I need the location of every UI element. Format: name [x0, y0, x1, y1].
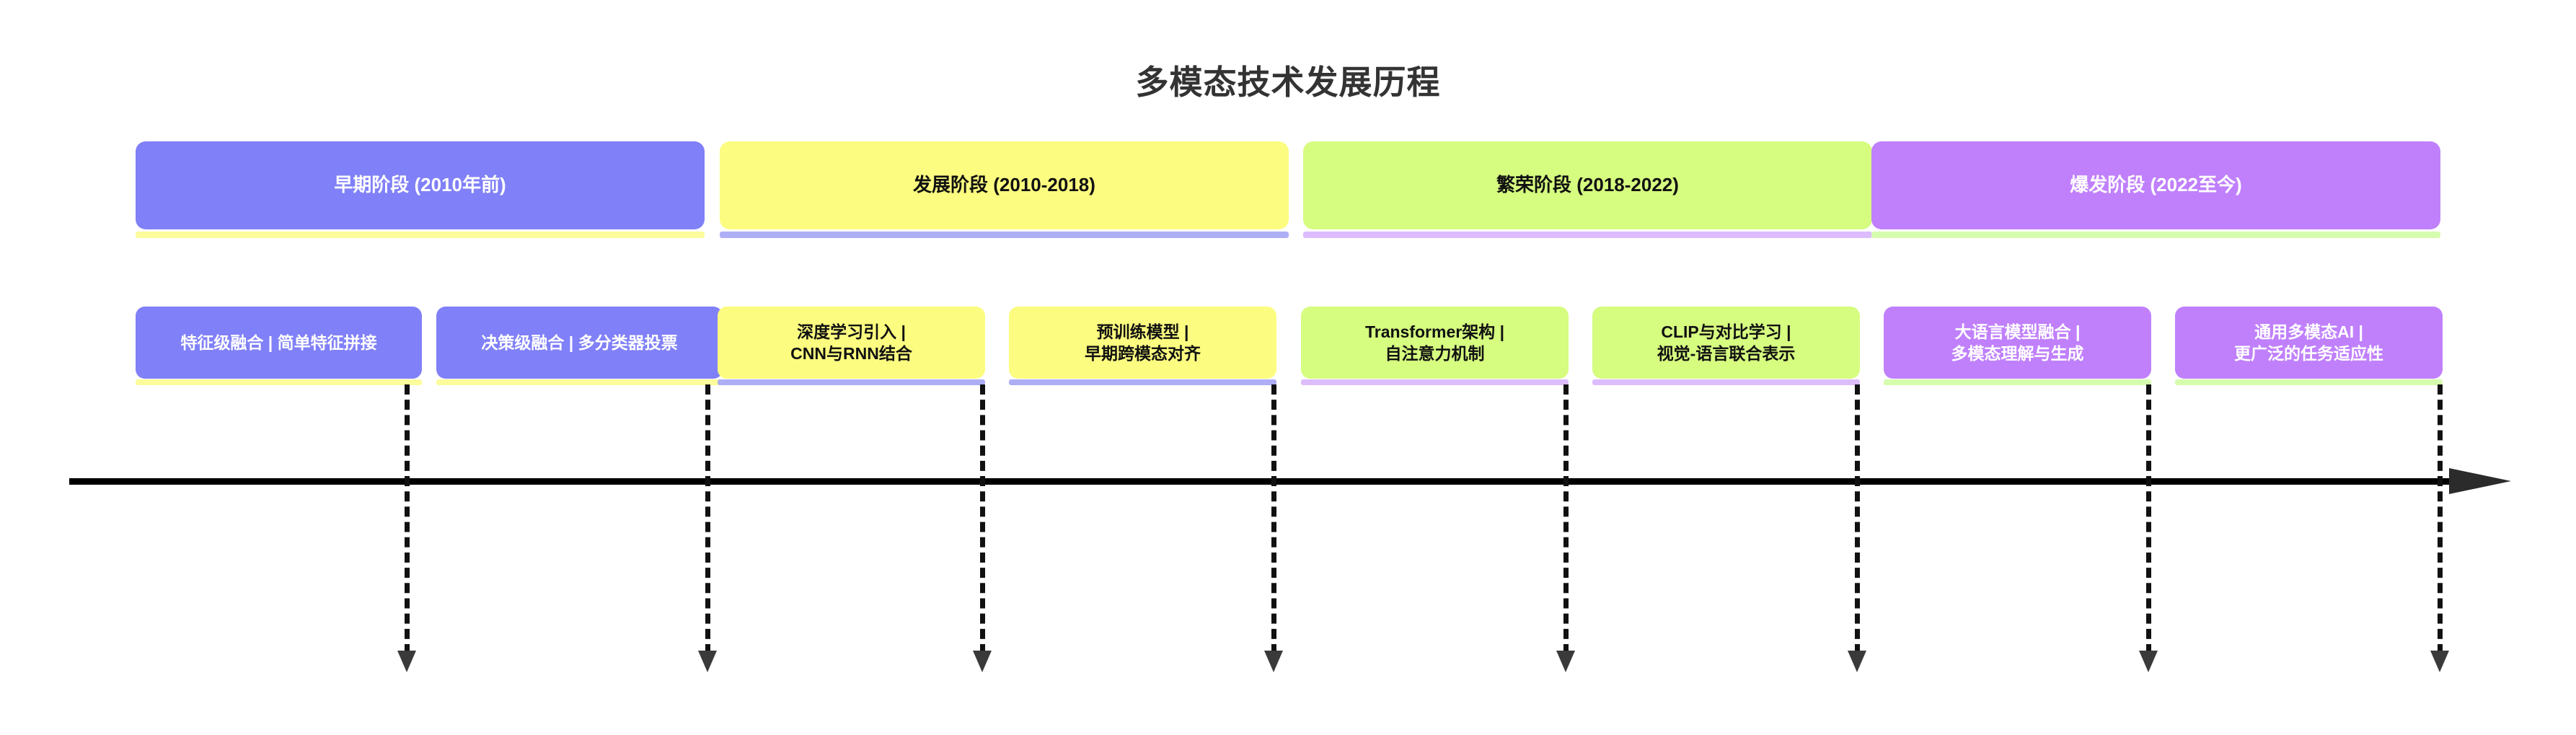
phase-bar-label: 繁荣阶段 (2018-2022) [1496, 174, 1679, 196]
milestone-card-line1: 深度学习引入 | [797, 322, 906, 341]
milestone-card-line1: 大语言模型融合 | [1954, 322, 2081, 341]
milestone-card-shadow [2175, 379, 2443, 385]
milestone-card-text: 通用多模态AI | 更广泛的任务适应性 [2234, 321, 2383, 365]
milestone-card-line2: 自注意力机制 [1385, 344, 1485, 363]
milestone-card-5[interactable]: Transformer架构 | 自注意力机制 [1301, 307, 1569, 379]
milestone-card-line1: 通用多模态AI | [2254, 322, 2363, 341]
timeline-arrow-icon [2449, 468, 2511, 494]
milestone-card-shadow [718, 379, 985, 385]
milestone-card-shadow [1301, 379, 1569, 385]
milestone-connector-line-4 [1271, 384, 1276, 654]
milestone-card-1[interactable]: 特征级融合 | 简单特征拼接 [136, 307, 422, 379]
milestone-card-line2: CNN与RNN结合 [790, 344, 912, 363]
milestone-connector-line-1 [405, 384, 410, 654]
milestone-card-line1: 预训练模型 | [1096, 322, 1189, 341]
phase-bars-row: 早期阶段 (2010年前) 发展阶段 (2010-2018) 繁荣阶段 (2018-… [136, 141, 2440, 239]
milestone-card-3[interactable]: 深度学习引入 | CNN与RNN结合 [718, 307, 985, 379]
milestone-card-4[interactable]: 预训练模型 | 早期跨模态对齐 [1009, 307, 1276, 379]
milestone-connector-line-3 [980, 384, 985, 654]
phase-bar-2[interactable]: 发展阶段 (2010-2018) [720, 141, 1289, 229]
milestone-connector-arrow-icon-4 [1264, 651, 1283, 672]
milestone-card-text: 决策级融合 | 多分类器投票 [481, 332, 677, 353]
milestone-card-text: 特征级融合 | 简单特征拼接 [180, 332, 376, 353]
milestone-card-7[interactable]: 大语言模型融合 | 多模态理解与生成 [1884, 307, 2151, 379]
phase-bar-3[interactable]: 繁荣阶段 (2018-2022) [1303, 141, 1872, 229]
milestone-card-shadow [136, 379, 422, 385]
milestone-card-text: 大语言模型融合 | 多模态理解与生成 [1951, 321, 2084, 365]
milestone-card-line1: 特征级融合 | 简单特征拼接 [180, 333, 377, 352]
milestone-card-shadow [1009, 379, 1276, 385]
milestone-card-line2: 多模态理解与生成 [1951, 344, 2084, 363]
milestone-card-2[interactable]: 决策级融合 | 多分类器投票 [436, 307, 723, 379]
milestone-card-line2: 更广泛的任务适应性 [2234, 344, 2383, 363]
milestone-card-shadow [1884, 379, 2151, 385]
milestone-card-text: Transformer架构 | 自注意力机制 [1365, 321, 1504, 365]
milestone-connector-arrow-icon-7 [2139, 651, 2158, 672]
milestone-card-line1: 决策级融合 | 多分类器投票 [481, 333, 678, 352]
milestone-connector-line-2 [705, 384, 710, 654]
phase-bar-label: 早期阶段 (2010年前) [334, 174, 506, 196]
milestone-card-shadow [1592, 379, 1860, 385]
milestone-card-line1: Transformer架构 | [1364, 322, 1505, 341]
milestone-connector-arrow-icon-2 [698, 651, 717, 672]
phase-bar-4[interactable]: 爆发阶段 (2022至今) [1871, 141, 2440, 229]
milestone-card-line2: 早期跨模态对齐 [1085, 344, 1201, 363]
milestone-connector-arrow-icon-5 [1556, 651, 1575, 672]
phase-bar-shadow [720, 232, 1289, 238]
phase-bar-label: 爆发阶段 (2022至今) [2070, 174, 2242, 196]
milestone-connector-arrow-icon-1 [397, 651, 416, 672]
timeline-axis [69, 468, 2511, 494]
phase-bar-shadow [1303, 232, 1872, 238]
milestone-cards-row: 特征级融合 | 简单特征拼接 决策级融合 | 多分类器投票 深度学习引入 | CNN与… [136, 307, 2443, 387]
milestone-connector-arrow-icon-3 [973, 651, 992, 672]
phase-bar-label: 发展阶段 (2010-2018) [913, 174, 1095, 196]
phase-bar-shadow [136, 232, 705, 238]
milestone-connector-line-6 [1855, 384, 1860, 654]
milestone-card-6[interactable]: CLIP与对比学习 | 视觉-语言联合表示 [1592, 307, 1860, 379]
milestone-connector-arrow-icon-8 [2430, 651, 2449, 672]
milestone-card-text: CLIP与对比学习 | 视觉-语言联合表示 [1657, 321, 1796, 365]
milestone-connector-line-8 [2438, 384, 2443, 654]
milestone-connector-arrow-icon-6 [1848, 651, 1866, 672]
timeline-axis-line [69, 478, 2456, 485]
milestone-card-line1: CLIP与对比学习 | [1661, 322, 1791, 341]
milestone-card-text: 深度学习引入 | CNN与RNN结合 [790, 321, 912, 365]
milestone-card-text: 预训练模型 | 早期跨模态对齐 [1085, 321, 1201, 365]
page-title: 多模态技术发展历程 [1135, 63, 1441, 101]
milestone-connector-line-5 [1563, 384, 1569, 654]
milestone-connector-line-7 [2146, 384, 2151, 654]
milestone-card-line2: 视觉-语言联合表示 [1657, 344, 1796, 363]
phase-bar-1[interactable]: 早期阶段 (2010年前) [136, 141, 705, 229]
milestone-card-shadow [436, 379, 723, 385]
phase-bar-shadow [1871, 232, 2440, 238]
milestone-card-8[interactable]: 通用多模态AI | 更广泛的任务适应性 [2175, 307, 2443, 379]
